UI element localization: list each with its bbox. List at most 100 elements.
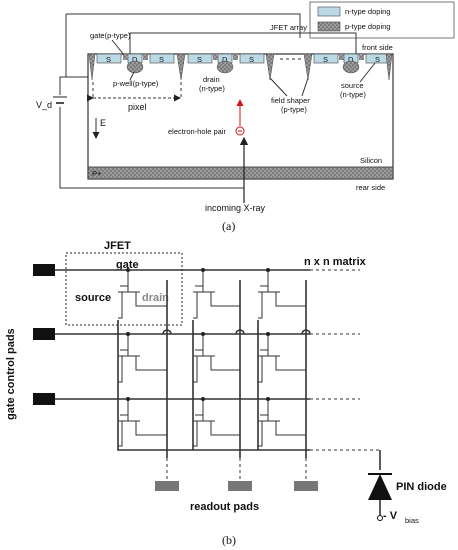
gate-implant: [143, 54, 148, 60]
bias-terminal: [377, 515, 383, 521]
field-shaper: [265, 53, 275, 81]
matrix-label: n x n matrix: [304, 256, 367, 268]
source-letter: S: [323, 55, 328, 64]
gate-pads-label: gate control pads: [5, 328, 17, 420]
bias-wire-top2: [66, 13, 301, 38]
junction: [201, 332, 205, 336]
p-well-pointer: [129, 71, 135, 81]
pixel-label: pixel: [128, 102, 147, 112]
bias-bus: [117, 320, 310, 451]
jfet-array-label: JFET array: [270, 23, 307, 32]
jfet-cell: [118, 334, 167, 383]
source-implant: [149, 53, 175, 64]
legend-p-swatch: [317, 21, 341, 32]
source-implant: [239, 53, 265, 64]
legend-p-label: p-type doping: [345, 22, 390, 31]
gate-implant: [123, 54, 128, 60]
junction: [266, 268, 270, 272]
jfet-cell: [258, 334, 306, 383]
jfet-cell: [193, 399, 240, 447]
panel-a: n-type doping p-type doping P+ Silicon r…: [36, 1, 455, 233]
legend-n-label: n-type doping: [345, 7, 390, 16]
jfet-label: JFET: [104, 240, 131, 252]
source-pointer: [359, 62, 376, 83]
jfet-cell: [193, 270, 240, 319]
field-pointer: [269, 77, 309, 97]
field-shaper: [303, 53, 313, 81]
field-shaper: [176, 53, 186, 81]
readout-pad: [155, 481, 179, 491]
junction: [126, 332, 130, 336]
drain-label: drain: [203, 75, 220, 84]
vbias-subscript: bias: [405, 516, 419, 525]
silicon-label: Silicon: [360, 156, 382, 165]
source-implant: [96, 53, 122, 64]
panel-b: JFET gate source drain n x n matrix gate…: [5, 240, 447, 547]
source-letter: S: [249, 55, 254, 64]
jfet-cell: [258, 399, 306, 447]
drain-letter: D: [132, 55, 138, 64]
source-letter: S: [375, 55, 380, 64]
pin-diode-label: PIN diode: [396, 481, 447, 493]
rear-side-label: rear side: [356, 183, 385, 192]
pplus-label: P+: [92, 169, 102, 178]
junction: [266, 397, 270, 401]
gate-pointer: [111, 39, 125, 56]
caption-a: (a): [222, 219, 235, 233]
junction: [126, 397, 130, 401]
vd-label: V_d: [36, 100, 52, 110]
drain-label-b: drain: [142, 292, 169, 304]
p-well-label: p-well(p-type): [113, 79, 159, 88]
gate-implant: [359, 54, 364, 60]
gate-label: gate(p-type): [90, 31, 131, 40]
readout-pad: [228, 481, 252, 491]
source-label: source: [341, 81, 364, 90]
source-letter: S: [106, 55, 111, 64]
readout-pad: [294, 481, 318, 491]
gate-pad: [33, 393, 55, 405]
ehp-label: electron-hole pair: [168, 127, 226, 136]
junction: [266, 332, 270, 336]
source-implant: [313, 53, 339, 64]
gate-implant: [339, 54, 344, 60]
p-well: [216, 60, 234, 74]
field-shaper-label: field shaper: [271, 96, 310, 105]
xray-label: incoming X-ray: [205, 203, 266, 213]
p-well: [126, 60, 144, 74]
jfet-cell: [118, 399, 167, 447]
bias-wire: [59, 76, 244, 189]
junction: [126, 268, 130, 272]
implants: S D S S D S S D S: [88, 53, 393, 81]
jfet-cell: [258, 270, 306, 319]
source-type-label: (n-type): [340, 90, 366, 99]
legend: n-type doping p-type doping: [309, 1, 455, 39]
readout-pads-label: readout pads: [190, 501, 259, 513]
e-field-label: E: [100, 118, 106, 128]
gate-label-b: gate: [116, 259, 139, 271]
pin-diode-symbol: [368, 474, 392, 500]
drain-letter: D: [222, 55, 228, 64]
gate-implant: [233, 54, 238, 60]
drain-letter: D: [348, 55, 354, 64]
bias-bus-vertical: [192, 320, 259, 450]
junction: [201, 268, 205, 272]
source-letter: S: [159, 55, 164, 64]
legend-n-swatch: [317, 6, 341, 17]
field-shaper: [88, 53, 96, 81]
drain-type-label: (n-type): [199, 84, 225, 93]
gate-implant: [213, 54, 218, 60]
pplus-layer: [87, 166, 394, 180]
source-letter: S: [197, 55, 202, 64]
caption-b: (b): [222, 533, 236, 547]
field-shaper: [385, 53, 393, 81]
source-implant: [187, 53, 213, 64]
jfet-array-bracket: [129, 32, 357, 54]
jfet-cell: [193, 334, 240, 383]
wire-hop: [162, 329, 311, 335]
source-label-b: source: [75, 292, 111, 304]
pixel-tick: [92, 82, 182, 100]
junction: [201, 397, 205, 401]
battery: [53, 95, 67, 107]
gate-pad: [33, 328, 55, 340]
